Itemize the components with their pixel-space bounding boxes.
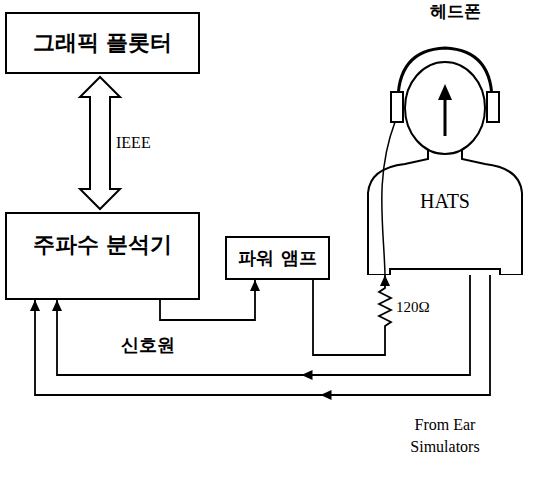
arrow-head — [52, 300, 62, 311]
hats-outline — [360, 28, 530, 275]
headphone-cup — [487, 92, 499, 122]
wire-with-resistor — [313, 275, 391, 355]
headphone-cup — [391, 92, 403, 122]
node-label: 파워 앰프 — [238, 246, 316, 270]
node-label: 그래픽 플롯터 — [33, 28, 173, 58]
headphone-label: 헤드폰 — [428, 0, 483, 23]
signal-source-note: From Ear Simulators — [383, 414, 507, 457]
resistor-value: 120Ω — [394, 299, 432, 316]
bus-label: IEEE — [114, 134, 153, 152]
arrow-head — [380, 275, 390, 286]
analyzer-box: 주파수 분석기 — [5, 212, 200, 300]
arrow-head — [321, 390, 332, 400]
face-arrow-head — [438, 84, 452, 100]
headphone-cable — [382, 122, 395, 275]
face-arrow — [444, 94, 447, 136]
headphone-band — [398, 48, 492, 106]
amplifier-box: 파워 앰프 — [225, 236, 330, 280]
hats-figure: HATS — [360, 28, 530, 275]
node-label: HATS — [360, 190, 530, 213]
head-outline — [405, 62, 485, 154]
plotter-box: 그래픽 플롯터 — [5, 12, 200, 74]
arrow-head — [302, 370, 313, 380]
arrow-head — [30, 300, 40, 311]
node-label: 주파수 분석기 — [33, 230, 173, 260]
arrow-head — [250, 280, 260, 291]
signal-source-label: 신호원 — [119, 333, 177, 357]
torso-outline — [368, 150, 522, 275]
